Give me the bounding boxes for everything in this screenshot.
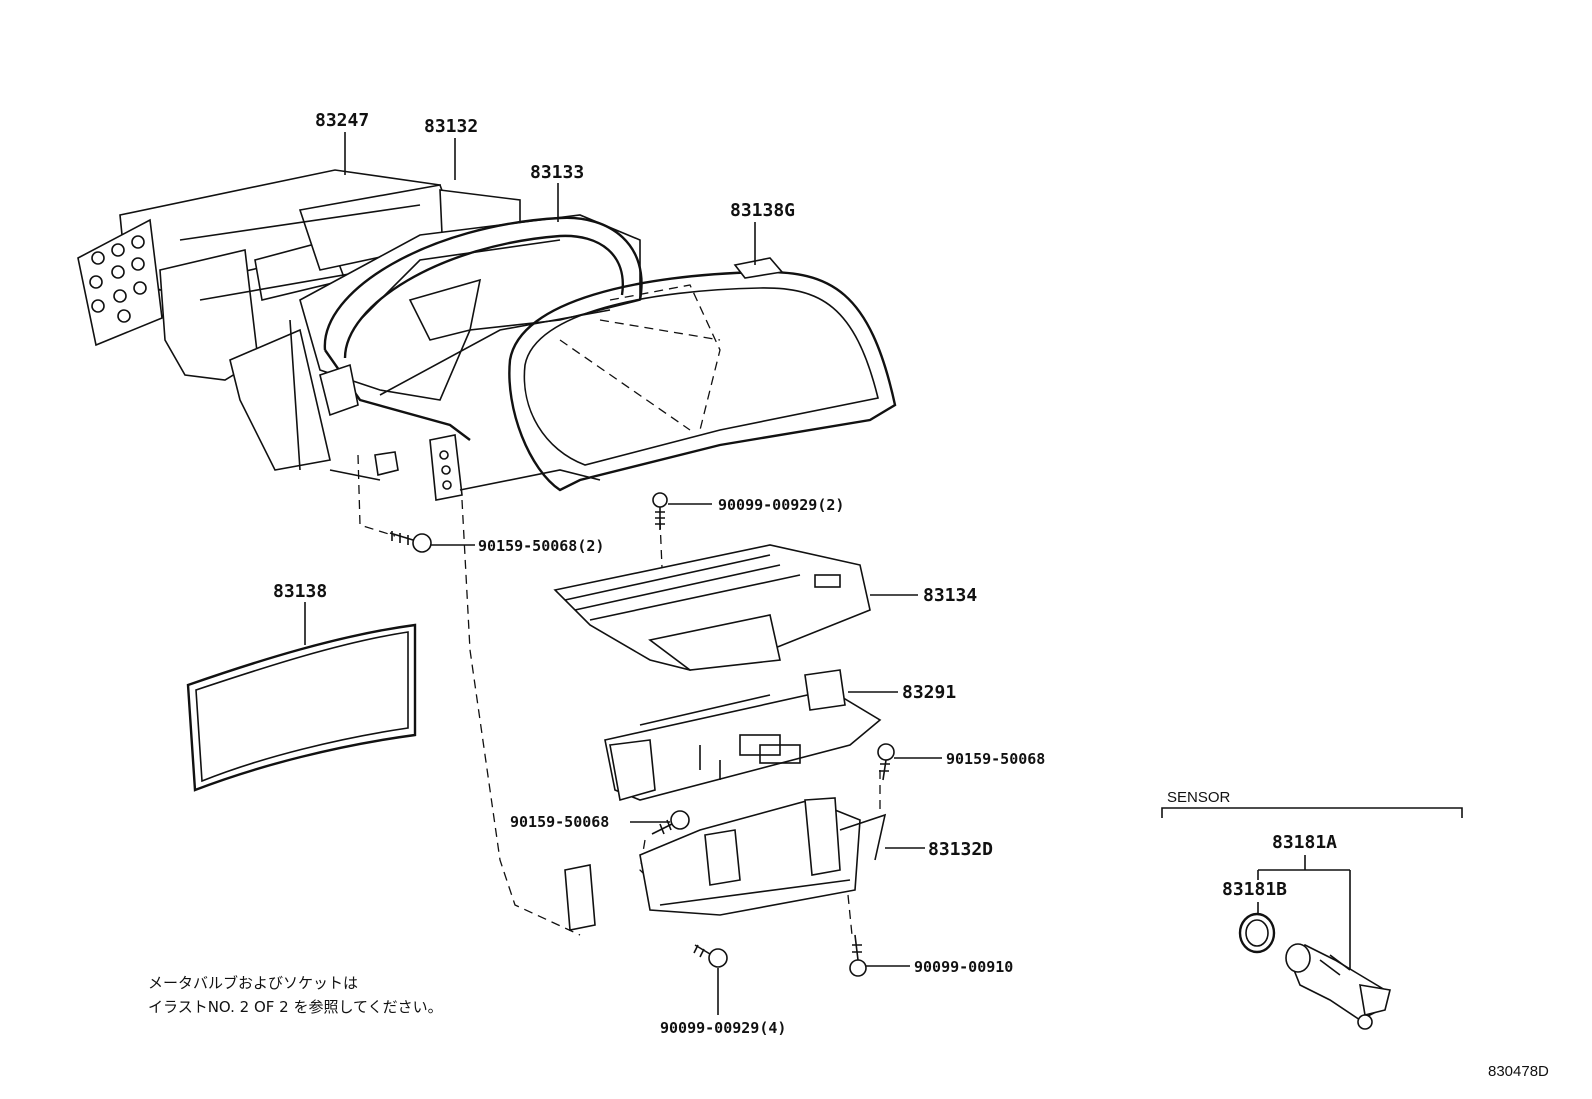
housing-83132 [299, 214, 641, 501]
label-83133: 83133 [530, 162, 584, 183]
note-line-2: イラストNO. 2 OF 2 を参照してください。 [148, 998, 443, 1016]
label-83247: 83247 [315, 110, 369, 131]
cover-ring-83133 [319, 216, 643, 441]
label-83138G: 83138G [730, 200, 795, 221]
note-line-1: メータバルブおよびソケットは [148, 974, 358, 992]
label-90099-00929-2: 90099-00929(2) [718, 496, 844, 514]
sensor-title: SENSOR [1167, 789, 1231, 806]
label-83138: 83138 [273, 581, 327, 602]
screws [389, 492, 895, 977]
label-83134: 83134 [923, 585, 977, 606]
rear-housing-83247 [77, 169, 521, 481]
leader-lines [304, 132, 942, 1015]
label-83181B: 83181B [1222, 879, 1287, 900]
label-83181A: 83181A [1272, 832, 1337, 853]
note-text: メータバルブおよびソケットは イラストNO. 2 OF 2 を参照してください。 [148, 974, 443, 1016]
o-ring-icon [1238, 912, 1276, 954]
figure-id: 830478D [1488, 1063, 1549, 1080]
label-83291: 83291 [902, 682, 956, 703]
circuit-board-83291 [604, 669, 882, 802]
sensor-group: SENSOR 83181A 83181B [1161, 789, 1463, 1030]
label-83132: 83132 [424, 116, 478, 137]
glass-panel-83138 [186, 623, 417, 792]
speed-sensor-icon [1285, 943, 1391, 1030]
lower-case-83132D [564, 797, 887, 931]
rear-cover-83134 [553, 544, 871, 671]
label-90159-50068-right: 90159-50068 [946, 750, 1045, 768]
part-labels: 83247 83132 83133 83138G 83138 83134 832… [273, 110, 1045, 1037]
label-83132D: 83132D [928, 839, 993, 860]
label-90099-00929-4: 90099-00929(4) [660, 1019, 786, 1037]
label-90159-50068-2: 90159-50068(2) [478, 537, 604, 555]
label-90099-00910: 90099-00910 [914, 958, 1013, 976]
glass-frame-83138G [508, 257, 897, 492]
label-90159-50068-left: 90159-50068 [510, 813, 609, 831]
